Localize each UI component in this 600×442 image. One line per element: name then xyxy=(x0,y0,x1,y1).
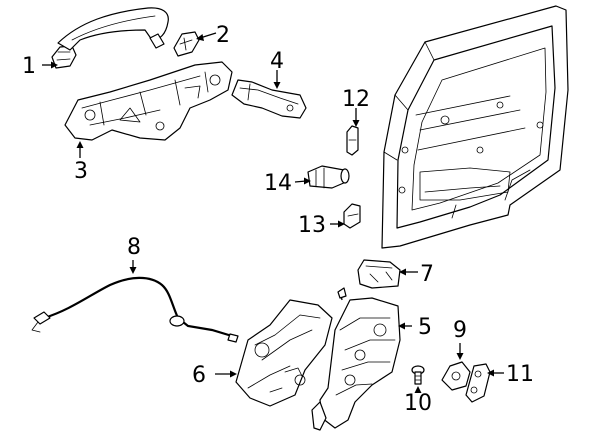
part-3-handle-carrier xyxy=(64,61,233,141)
part-6-release-bracket xyxy=(235,299,333,407)
part-2-bracket xyxy=(173,31,200,57)
callout-14: 14 xyxy=(264,171,292,196)
part-13-bracket xyxy=(343,203,361,229)
leader-lines xyxy=(42,32,504,393)
part-12-clip xyxy=(346,125,359,156)
part-5-latch-assembly xyxy=(311,287,401,431)
part-9-striker xyxy=(441,361,471,391)
callout-5: 5 xyxy=(418,315,432,340)
callout-10: 10 xyxy=(404,391,432,416)
door-shell xyxy=(381,5,569,249)
part-8-release-cable xyxy=(31,276,239,343)
callout-12: 12 xyxy=(342,87,370,112)
callout-9: 9 xyxy=(453,318,467,343)
part-7-latch-cover xyxy=(357,259,401,289)
callout-11: 11 xyxy=(506,362,534,387)
callout-3: 3 xyxy=(74,159,88,184)
part-14-lock-cylinder xyxy=(307,165,350,189)
callout-4: 4 xyxy=(270,49,284,74)
callout-7: 7 xyxy=(420,262,434,287)
part-10-bolt xyxy=(411,365,425,385)
callout-6: 6 xyxy=(192,363,206,388)
callout-labels: 1 2 3 4 5 6 7 8 9 10 11 12 14 13 xyxy=(22,23,534,416)
callout-1: 1 xyxy=(22,54,36,79)
callout-2: 2 xyxy=(216,23,230,48)
outer-door-handle xyxy=(57,7,169,51)
part-11-striker-plate xyxy=(465,363,491,403)
callout-13: 13 xyxy=(298,213,326,238)
part-4-reinforcement xyxy=(231,79,307,119)
part-1-handle-cap xyxy=(51,45,77,69)
callout-8: 8 xyxy=(127,235,141,260)
